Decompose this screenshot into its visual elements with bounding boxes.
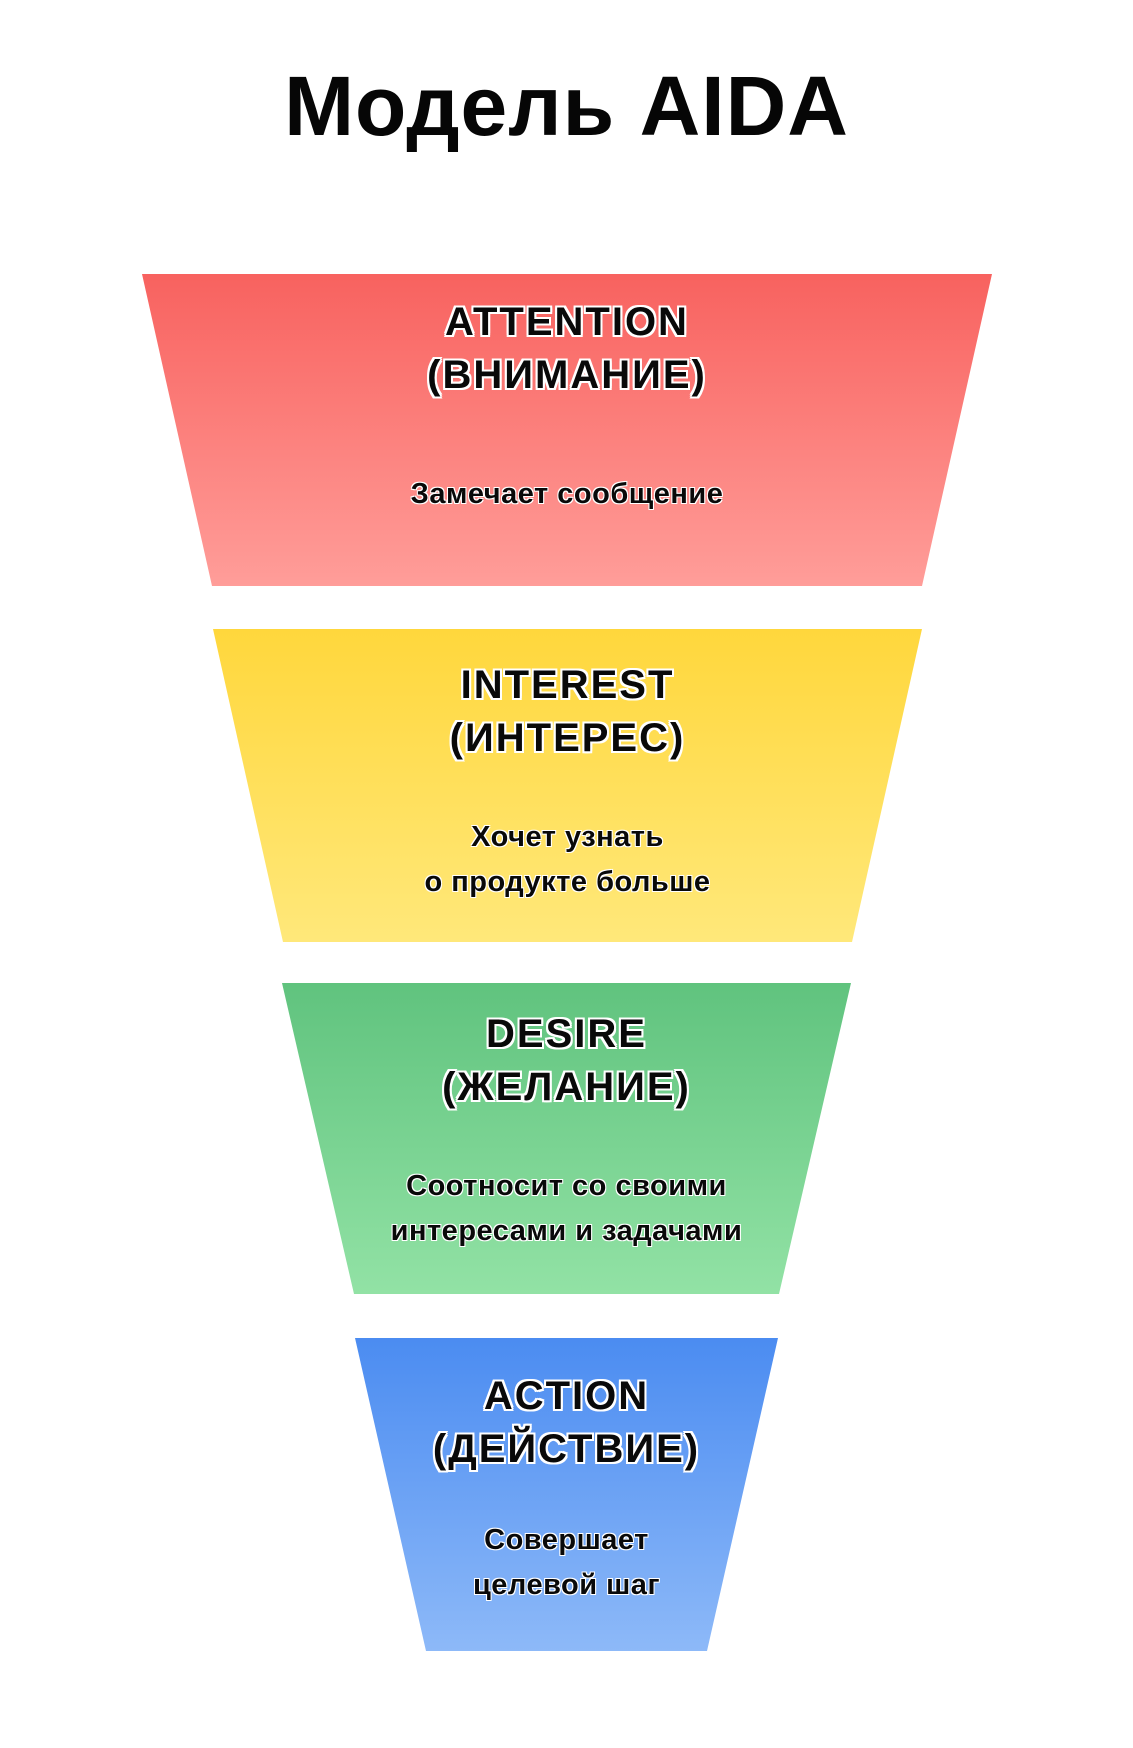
stage-description: Хочет узнать о продукте больше: [213, 815, 922, 905]
stage-description-line: целевой шаг: [472, 1569, 661, 1601]
stage-description: Совершает целевой шаг: [355, 1518, 778, 1608]
stage-heading: ATTENTION (ВНИМАНИЕ): [142, 296, 992, 402]
stage-heading: ACTION (ДЕЙСТВИЕ): [355, 1370, 778, 1476]
stage-description-line: Хочет узнать: [471, 821, 664, 853]
stage-heading-en: DESIRE: [486, 1012, 647, 1056]
stage-heading-en: ACTION: [483, 1374, 650, 1418]
stage-heading-en: ATTENTION: [445, 300, 689, 344]
stage-description-line: Замечает сообщение: [410, 478, 724, 510]
stage-description: Замечает сообщение: [142, 472, 992, 517]
stage-heading: DESIRE (ЖЕЛАНИЕ): [282, 1008, 851, 1114]
stage-description: Соотносит со своими интересами и задачам…: [282, 1164, 851, 1254]
stage-heading-en: INTEREST: [460, 663, 675, 707]
funnel-stage-attention: ATTENTION (ВНИМАНИЕ) Замечает сообщение: [142, 274, 992, 586]
funnel-stage-interest: INTEREST (ИНТЕРЕС) Хочет узнать о продук…: [213, 629, 922, 942]
stage-heading: INTEREST (ИНТЕРЕС): [213, 659, 922, 765]
stage-description-line: Соотносит со своими: [406, 1170, 727, 1202]
stage-heading-ru: (ИНТЕРЕС): [449, 716, 686, 760]
stage-description-line: Совершает: [484, 1524, 649, 1556]
funnel-stage-desire: DESIRE (ЖЕЛАНИЕ) Соотносит со своими инт…: [282, 983, 851, 1294]
stage-heading-ru: (ДЕЙСТВИЕ): [432, 1427, 701, 1471]
stage-description-line: о продукте больше: [424, 866, 711, 898]
funnel-stage-action: ACTION (ДЕЙСТВИЕ) Совершает целевой шаг: [355, 1338, 778, 1651]
page-title: Модель AIDA: [284, 59, 849, 153]
stage-heading-ru: (ЖЕЛАНИЕ): [442, 1065, 691, 1109]
stage-description-line: интересами и задачами: [390, 1215, 743, 1247]
stage-heading-ru: (ВНИМАНИЕ): [427, 353, 707, 397]
